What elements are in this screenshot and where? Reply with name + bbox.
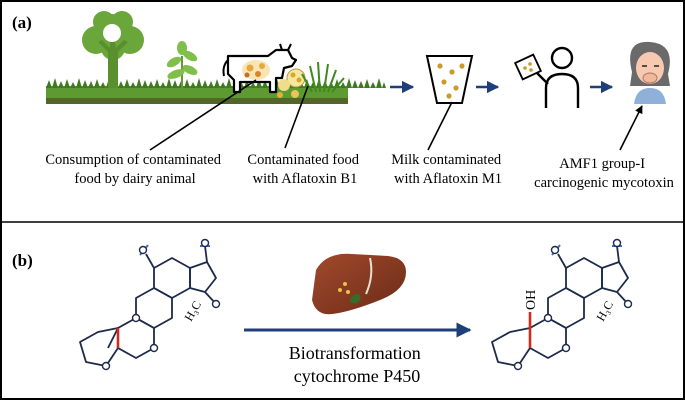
methyl-right: H₃C — [593, 298, 616, 323]
label-feed: Contaminated food with Aflatoxin B1 — [247, 152, 362, 187]
milk-cup-icon — [425, 55, 474, 104]
label-animal: Consumption of contaminated food by dair… — [45, 152, 224, 187]
label-milk: Milk contaminated with Aflatoxin M1 — [391, 152, 505, 187]
sick-patient-icon — [630, 41, 670, 104]
methyl-left: H₃C — [181, 298, 204, 323]
oxygen-atoms-left — [101, 238, 221, 371]
panel-b-tag: (b) — [12, 251, 33, 270]
arrow-caption: Biotransformation cytochrome P450 — [289, 343, 425, 386]
person-drinking-icon — [513, 46, 580, 108]
grass-field — [46, 78, 386, 104]
contaminated-feed-icon — [277, 61, 345, 98]
oxygen-atoms-right — [513, 238, 633, 371]
cow-icon — [222, 43, 298, 94]
liver-icon — [312, 253, 406, 315]
plant-icon — [166, 41, 198, 88]
panel-a-tag: (a) — [12, 13, 32, 32]
label-toxin: AMF1 group-I carcinogenic mycotoxin — [534, 156, 674, 191]
label-pointers — [149, 79, 453, 151]
pointer-toxin — [619, 105, 643, 151]
hydroxyl-label: OH — [524, 290, 539, 310]
tree-icon — [82, 11, 144, 88]
